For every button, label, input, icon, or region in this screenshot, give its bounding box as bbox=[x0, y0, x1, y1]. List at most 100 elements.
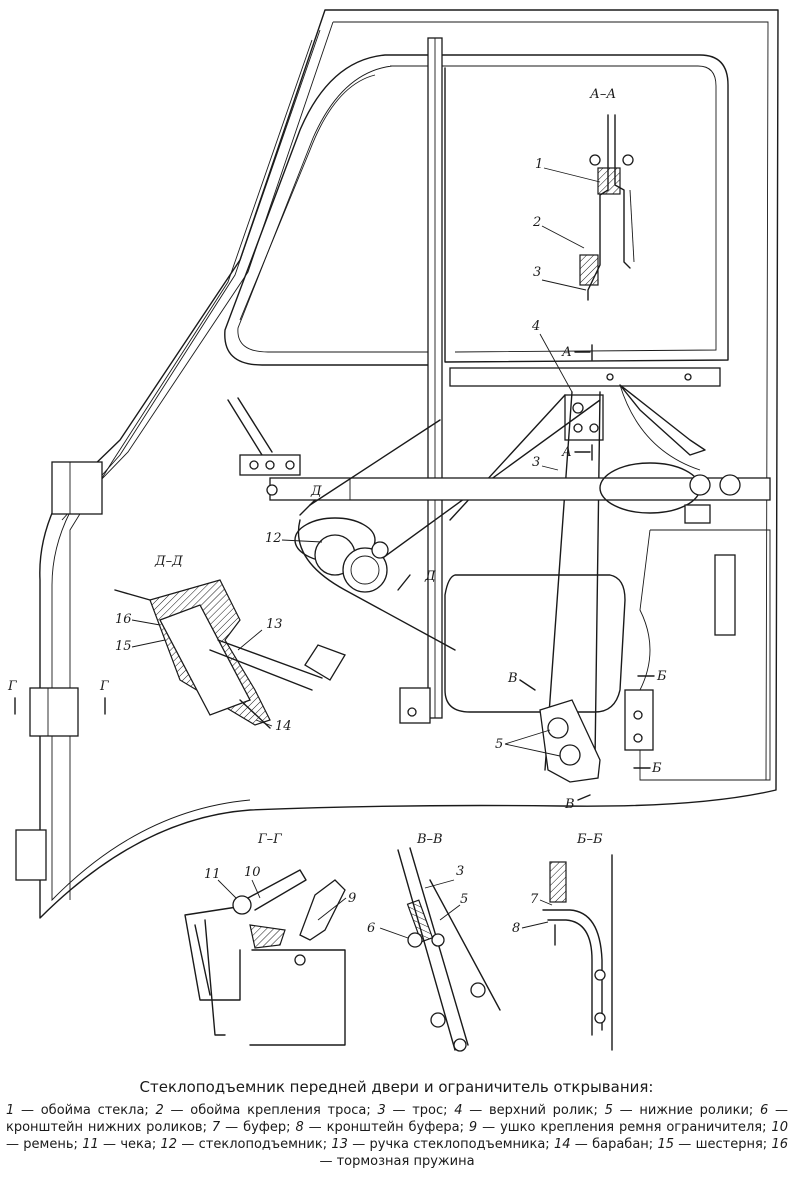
legend-item-text: нижние ролики; bbox=[639, 1103, 754, 1118]
legend-item: 15 — шестерня; bbox=[657, 1137, 767, 1152]
door-panel-opening bbox=[444, 574, 626, 713]
callout-12: 12 bbox=[265, 531, 282, 546]
legend-item: 16 — тормозная пружина bbox=[319, 1137, 788, 1169]
door-handle-lever bbox=[227, 397, 273, 456]
cut-mark-v-bottom: В bbox=[564, 797, 575, 812]
legend-item-text: барабан; bbox=[592, 1137, 654, 1152]
legend-item: 3 — трос; bbox=[378, 1103, 448, 1118]
callout-1: 1 bbox=[535, 157, 543, 172]
legend-dash: — bbox=[347, 1137, 370, 1152]
cut-mark-v-top: В bbox=[507, 671, 518, 686]
callout-6: 6 bbox=[367, 921, 375, 936]
legend-item: 7 — буфер; bbox=[212, 1120, 291, 1135]
callout-9: 9 bbox=[348, 891, 356, 906]
legend-item-text: кронштейн нижних роликов; bbox=[6, 1120, 207, 1135]
section-bb-label: Б–Б bbox=[576, 832, 603, 847]
section-vv: В–В bbox=[397, 832, 501, 1052]
section-dd: Д–Д bbox=[114, 554, 346, 729]
legend-item-text: ручка стеклоподъемника; bbox=[369, 1137, 550, 1152]
legend-item: 13 — ручка стеклоподъемника; bbox=[331, 1137, 549, 1152]
legend-dash: — bbox=[177, 1137, 199, 1152]
legend-item: 8 — кронштейн буфера; bbox=[295, 1120, 464, 1135]
callout-10: 10 bbox=[244, 865, 261, 880]
callout-2: 2 bbox=[532, 215, 541, 230]
section-aa-inset: А–А bbox=[579, 87, 635, 301]
legend-dash: — bbox=[477, 1120, 501, 1135]
figure-caption-title: Стеклоподъемник передней двери и огранич… bbox=[139, 1078, 654, 1096]
cut-mark-d-top: Д bbox=[310, 484, 322, 499]
legend-item: 4 — верхний ролик; bbox=[454, 1103, 598, 1118]
door-inner-outline bbox=[51, 21, 769, 902]
section-bb: Б–Б bbox=[542, 832, 613, 1051]
legend-item: 14 — барабан; bbox=[554, 1137, 653, 1152]
legend-item-text: тормозная пружина bbox=[336, 1154, 475, 1169]
legend-item: 5 — нижние ролики; bbox=[605, 1103, 754, 1118]
cut-mark-g-right: Г bbox=[99, 679, 109, 694]
door-outer-outline bbox=[39, 9, 779, 919]
section-gg-label: Г–Г bbox=[257, 832, 282, 847]
legend-item-number: 12 bbox=[160, 1137, 178, 1152]
legend-item-number: 10 bbox=[771, 1120, 788, 1135]
door-hinges bbox=[15, 461, 103, 881]
legend-item-text: ушко крепления ремня ограничителя; bbox=[500, 1120, 767, 1135]
legend-dash: — bbox=[768, 1103, 789, 1118]
glass-lower-channel bbox=[449, 367, 721, 387]
legend-item: 1 — обойма стекла; bbox=[6, 1103, 149, 1118]
callout-16: 16 bbox=[115, 612, 132, 627]
legend-item-number: 15 bbox=[657, 1137, 675, 1152]
legend-item-text: трос; bbox=[412, 1103, 448, 1118]
cut-mark-d-bottom: Д bbox=[424, 569, 436, 584]
legend-item-number: 11 bbox=[82, 1137, 99, 1152]
legend-dash: — bbox=[98, 1137, 121, 1152]
legend-item-number: 1 bbox=[6, 1103, 15, 1118]
legend-item-number: 4 bbox=[454, 1103, 463, 1118]
legend-dash: — bbox=[462, 1103, 489, 1118]
callout-3-vv: 3 bbox=[456, 864, 464, 879]
legend-item-text: ремень; bbox=[23, 1137, 78, 1152]
legend-item-number: 16 bbox=[771, 1137, 789, 1152]
callout-5-vv: 5 bbox=[460, 892, 468, 907]
legend-item-number: 8 bbox=[295, 1120, 304, 1135]
legend-item: 11 — чека; bbox=[82, 1137, 156, 1152]
legend-item-text: шестерня; bbox=[695, 1137, 768, 1152]
callout-3-top: 3 bbox=[533, 265, 541, 280]
callout-11: 11 bbox=[204, 867, 221, 882]
legend-item-number: 7 bbox=[211, 1120, 221, 1135]
legend-item: 12 — стеклоподъемник; bbox=[161, 1137, 328, 1152]
legend-item-text: обойма крепления троса; bbox=[190, 1103, 371, 1118]
callout-4: 4 bbox=[531, 319, 540, 334]
legend-dash: — bbox=[14, 1103, 41, 1118]
callout-8: 8 bbox=[512, 921, 520, 936]
cut-mark-a-top: А bbox=[561, 345, 572, 360]
figure-legend: 1 — обойма стекла; 2 — обойма крепления … bbox=[6, 1102, 788, 1170]
legend-item-text: буфер; bbox=[243, 1120, 291, 1135]
legend-item-text: верхний ролик; bbox=[488, 1103, 598, 1118]
legend-item: 9 — ушко крепления ремня ограничителя; bbox=[469, 1120, 767, 1135]
window-frame bbox=[224, 54, 729, 366]
window-regulator-assembly bbox=[294, 419, 456, 651]
cut-mark-b-bottom: Б bbox=[651, 761, 662, 776]
legend-item-number: 14 bbox=[553, 1137, 571, 1152]
legend-dash: — bbox=[570, 1137, 593, 1152]
legend-dash: — bbox=[612, 1103, 640, 1118]
callout-15: 15 bbox=[115, 639, 132, 654]
legend-dash: — bbox=[385, 1103, 413, 1118]
legend-item-number: 3 bbox=[377, 1103, 386, 1118]
legend-item-text: стеклоподъемник; bbox=[198, 1137, 328, 1152]
legend-item: 10 — ремень; bbox=[6, 1120, 788, 1152]
section-aa-label: А–А bbox=[589, 87, 616, 102]
legend-dash: — bbox=[163, 1103, 191, 1118]
cut-mark-a-bottom: А bbox=[561, 445, 572, 460]
legend-item-text: чека; bbox=[120, 1137, 157, 1152]
callout-7: 7 bbox=[530, 892, 539, 907]
lower-roller-bracket bbox=[539, 699, 601, 783]
legend-item: 2 — обойма крепления троса; bbox=[156, 1103, 371, 1118]
legend-item-number: 13 bbox=[331, 1137, 348, 1152]
channel-lower-bracket bbox=[399, 687, 431, 724]
callout-13: 13 bbox=[266, 617, 283, 632]
legend-item-number: 6 bbox=[760, 1103, 769, 1118]
section-gg: Г–Г bbox=[184, 832, 346, 1046]
legend-item: 6 — кронштейн нижних роликов; bbox=[6, 1103, 788, 1135]
legend-item-text: обойма стекла; bbox=[40, 1103, 149, 1118]
